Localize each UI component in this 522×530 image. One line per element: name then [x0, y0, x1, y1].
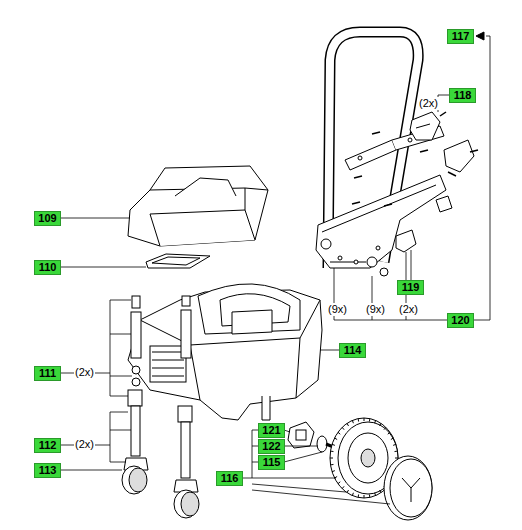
axle-parts: [288, 422, 336, 452]
tread-stroke: [358, 494, 360, 497]
tread-stroke: [347, 490, 349, 493]
quantity-label: (2x): [398, 303, 419, 316]
clips: [352, 112, 478, 252]
callout-box: 114: [339, 343, 366, 358]
callout-number: 109: [38, 212, 56, 224]
hubcap: [384, 456, 432, 520]
tread-stroke: [332, 444, 335, 445]
callout-number: 119: [402, 281, 420, 293]
tread-stroke: [332, 471, 335, 472]
tread-stroke: [380, 490, 382, 493]
tread-stroke: [364, 418, 365, 421]
callout-box: 109: [34, 211, 61, 226]
tread-stroke: [384, 427, 386, 429]
callout-number: 122: [262, 440, 280, 452]
tread-stroke: [395, 451, 398, 453]
quantity-label: (2x): [74, 366, 95, 379]
plate-inner: [152, 257, 200, 265]
tread-stroke: [331, 451, 334, 453]
quantity-label: (2x): [418, 97, 439, 110]
tread-stroke: [375, 493, 376, 496]
tread-stroke: [342, 427, 344, 429]
callout-number: 113: [39, 464, 57, 476]
callout-number: 116: [221, 472, 239, 484]
tread-stroke: [335, 438, 338, 440]
callout-box: 112: [34, 438, 61, 453]
tread-stroke: [388, 432, 390, 434]
quantity-label: (9x): [365, 303, 386, 316]
basket: [128, 166, 268, 246]
callout-number: 117: [452, 30, 470, 42]
callout-number: 112: [39, 439, 57, 451]
quantity-label: (2x): [74, 438, 95, 451]
callout-number: 120: [451, 314, 469, 326]
callout-box: 111: [34, 366, 61, 381]
callout-box: 110: [34, 260, 61, 275]
tread-stroke: [393, 444, 396, 445]
callout-number: 110: [39, 261, 57, 273]
quantity-label: (9x): [327, 303, 348, 316]
callout-number: 115: [263, 456, 281, 468]
tread-stroke: [358, 419, 360, 422]
tread-stroke: [338, 432, 340, 434]
tread-stroke: [395, 458, 398, 459]
callout-number: 111: [39, 367, 56, 379]
tread-stroke: [330, 458, 333, 459]
tread-stroke: [352, 420, 353, 423]
leader-lines: [60, 36, 490, 504]
callout-box: 115: [258, 455, 285, 470]
plate: [146, 254, 210, 268]
callout-box: 117: [447, 29, 474, 44]
cart-body: [128, 284, 322, 420]
tread-stroke: [391, 438, 394, 440]
callout-number: 118: [454, 89, 472, 101]
caster-posts: [128, 296, 192, 478]
tread-stroke: [352, 493, 353, 496]
callout-box: 113: [34, 463, 61, 478]
tread-stroke: [369, 419, 371, 422]
tread-stroke: [380, 423, 382, 426]
callout-box: 116: [216, 471, 243, 486]
handle-bracket: [316, 126, 446, 276]
caster-wheels: [122, 458, 199, 518]
callout-box: 120: [447, 313, 474, 328]
callout-arrowhead: [476, 32, 484, 40]
callout-box: 118: [449, 88, 476, 103]
tread-stroke: [331, 464, 334, 466]
tread-stroke: [369, 494, 371, 497]
tread-stroke: [375, 420, 376, 423]
callout-box: 119: [397, 280, 424, 295]
callout-number: 121: [262, 424, 280, 436]
tread-stroke: [347, 423, 349, 426]
callout-number: 114: [344, 344, 362, 356]
tread-stroke: [338, 482, 340, 484]
tread-stroke: [342, 486, 344, 488]
tread-stroke: [364, 495, 365, 498]
callout-box: 122: [258, 439, 285, 454]
callout-box: 121: [258, 423, 285, 438]
